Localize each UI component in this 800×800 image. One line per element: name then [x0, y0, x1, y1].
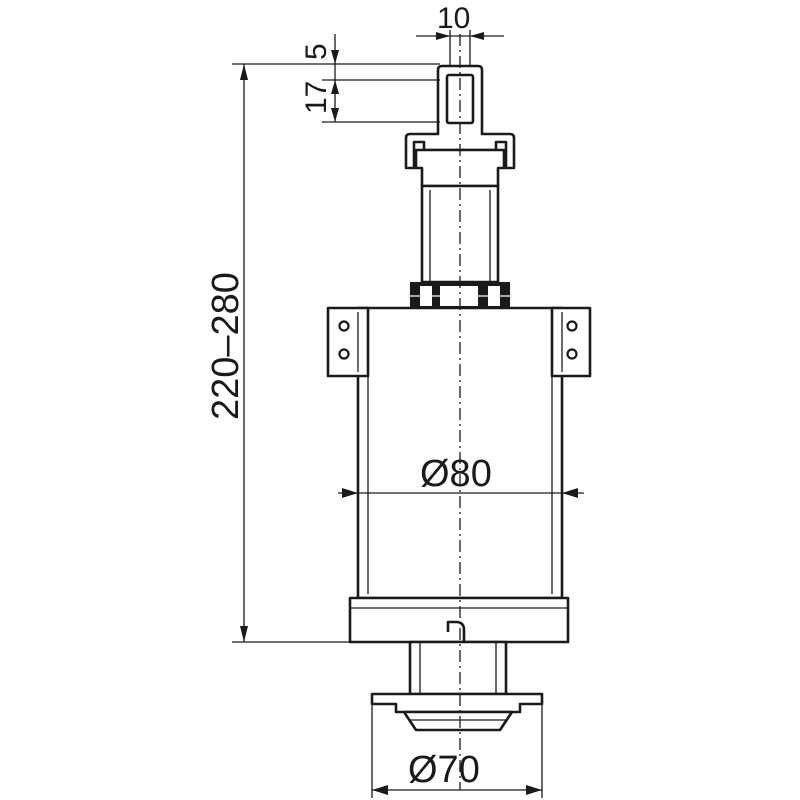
dim-label-overall-height: 220–280: [205, 272, 247, 420]
dim-overall-height: 220–280: [205, 64, 350, 643]
bracket-hole: [338, 320, 350, 332]
outlet-tube: [408, 640, 508, 696]
bracket-hole: [566, 320, 578, 332]
seal-flange: [370, 692, 544, 732]
bracket-hole: [338, 348, 350, 360]
dim-label-slot-height: 17: [300, 81, 333, 114]
overflow-hook: [446, 620, 466, 642]
dim-label-base-diameter: Ø70: [408, 749, 480, 791]
bracket-hole: [566, 348, 578, 360]
dim-label-top-width: 10: [437, 2, 470, 35]
bracket-left: [326, 306, 370, 378]
lower-collar: [348, 596, 570, 644]
dim-label-tip-height: 5: [300, 43, 333, 60]
bracket-right: [550, 306, 592, 378]
dim-top-width: 10: [416, 2, 504, 66]
dim-tip-slot: 5 17: [232, 34, 440, 123]
dim-base-diameter: Ø70: [371, 704, 543, 798]
dim-label-body-diameter: Ø80: [420, 453, 492, 495]
dim-body-diameter: Ø80: [338, 453, 584, 498]
